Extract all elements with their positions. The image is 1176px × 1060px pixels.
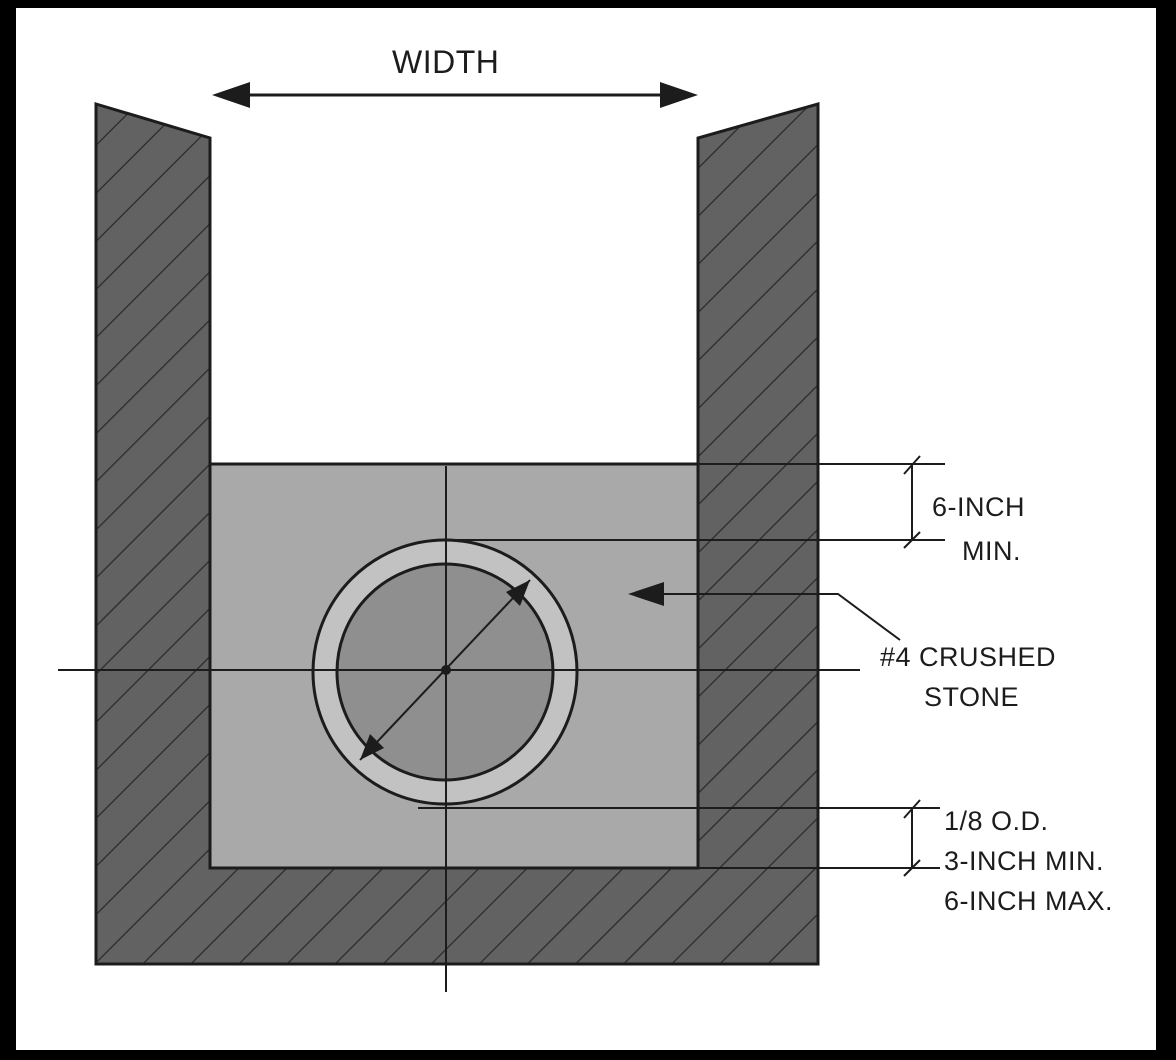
- stone-label-line2: STONE: [924, 682, 1019, 712]
- cover-label-line2: MIN.: [962, 536, 1021, 566]
- bedding-label-line2: 3-INCH MIN.: [944, 846, 1104, 876]
- stone-leader-arrow-icon: [628, 582, 664, 606]
- diameter-arrow-upper-icon: [506, 580, 530, 606]
- diameter-arrow-lower-icon: [360, 734, 384, 760]
- pipe-diameter-line: [359, 579, 531, 761]
- stone-leader-line: [664, 593, 901, 641]
- cover-label-line1: 6-INCH: [932, 492, 1025, 522]
- bedding-tick-top: [903, 799, 921, 819]
- width-arrow-left-icon: [212, 82, 250, 108]
- bedding-label-line3: 6-INCH MAX.: [944, 886, 1113, 916]
- width-arrow-right-icon: [660, 82, 698, 108]
- trench-opening: [212, 138, 696, 463]
- cover-tick-bottom: [903, 531, 921, 549]
- cover-tick-top: [903, 455, 921, 475]
- width-label: WIDTH: [392, 44, 499, 80]
- native-soil-hatched: [94, 101, 820, 966]
- stone-label-line1: #4 CRUSHED: [880, 642, 1056, 672]
- bedding-tick-bottom: [903, 859, 921, 877]
- bedding-label-line1: 1/8 O.D.: [944, 806, 1049, 836]
